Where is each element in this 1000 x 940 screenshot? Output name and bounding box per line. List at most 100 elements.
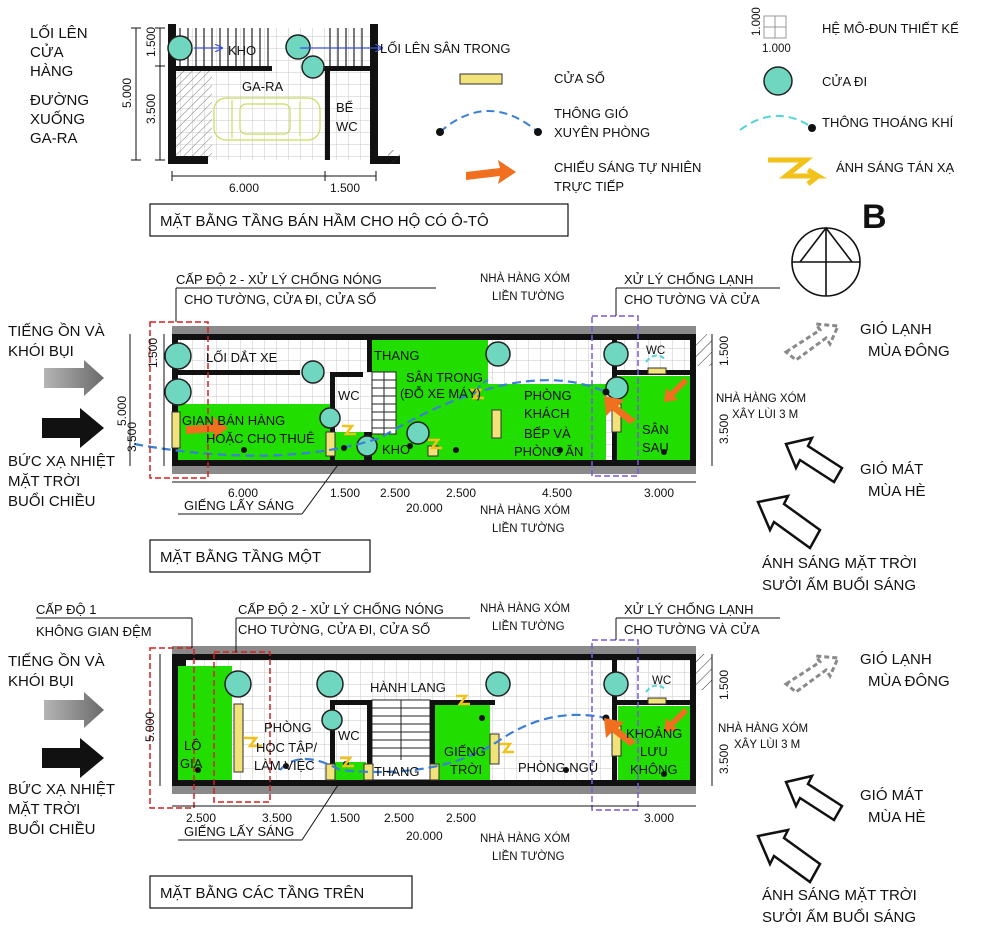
rn2-cool-2: MÙA HÈ — [868, 809, 926, 826]
f2-heat-3: BUỔI CHIỀU — [8, 820, 96, 838]
rn2-sun-1: ÁNH SÁNG MẶT TRỜI — [762, 887, 917, 904]
f2-logia-2: GIA — [180, 756, 203, 771]
basement-left1-line2: CỬA — [30, 43, 64, 61]
legend-door: CỬA ĐI — [822, 74, 867, 89]
f1-phong-3: BẾP VÀ — [524, 426, 571, 441]
car-icon — [213, 97, 321, 141]
f1-heat-1: BỨC XẠ NHIỆT — [8, 453, 115, 470]
basement-left1-line1: LỐI LÊN — [30, 24, 88, 42]
noise-arrow-icon — [44, 692, 104, 728]
right-notes-2: GIÓ LẠNH MÙA ĐÔNG GIÓ MÁT MÙA HÈ ÁNH SÁN… — [756, 651, 950, 926]
f1-dim-right-2: 3.500 — [717, 414, 731, 444]
f1-total: 20.000 — [406, 501, 443, 515]
cold-zone-box — [591, 315, 639, 477]
legend-direct-2: TRỰC TIẾP — [554, 179, 624, 194]
f2-neighbor-bottom-2: LIỀN TƯỜNG — [492, 850, 565, 863]
f1-dim-left-2: 5.000 — [115, 396, 129, 426]
cold-zone-box — [591, 639, 639, 811]
basement-title: MẶT BẰNG TẦNG BÁN HẦM CHO HỘ CÓ Ô-TÔ — [160, 212, 489, 230]
f2-dim-right-1: 1.500 — [717, 670, 731, 700]
basement-left2-line2: XUỐNG — [30, 110, 85, 128]
direct-light-arrow-icon — [604, 396, 636, 424]
basement-dim-bottom-2: 1.500 — [330, 181, 360, 195]
heat-arrow-icon — [42, 738, 104, 778]
f1-dim-left-1: 1.500 — [146, 338, 160, 368]
f1-thang: THANG — [374, 348, 420, 363]
basement-dim-left-3: 3.500 — [144, 94, 158, 124]
f2-khoang-3: KHÔNG — [630, 762, 678, 777]
door-icon — [167, 35, 193, 61]
f1-santrong-2: (ĐỖ XE MÁY) — [400, 386, 481, 401]
f1-lvl2-bottom: CHO TƯỜNG, CỬA ĐI, CỬA SỔ — [184, 292, 376, 307]
f2-gieng-2: TRỜI — [450, 762, 482, 777]
floor1-title: MẶT BẰNG TẦNG MỘT — [160, 548, 321, 566]
f1-noise-2: KHÓI BỤI — [8, 343, 74, 360]
f1-cold-top: XỬ LÝ CHỐNG LẠNH — [624, 272, 754, 287]
f1-loidatxe: LỐI DẮT XE — [206, 350, 278, 365]
f2-neighbor-bottom-1: NHÀ HÀNG XÓM — [480, 832, 570, 845]
f2-dim-b-1: 2.500 — [186, 811, 216, 825]
buffer-zone-box — [149, 647, 195, 809]
rn1-cool-2: MÙA HÈ — [868, 483, 926, 500]
legend-crossvent-2: XUYÊN PHÒNG — [554, 125, 650, 140]
f2-hoctap-1: PHÒNG — [264, 720, 312, 735]
basement-title-box — [149, 203, 569, 237]
window-icon — [459, 73, 503, 85]
heat-arrow-icon — [42, 408, 104, 448]
basement-dim-left-2: 5.000 — [120, 78, 134, 108]
stairs — [179, 28, 363, 66]
loggia-zone — [178, 666, 232, 780]
basement-left2-line3: GA-RA — [30, 130, 78, 147]
door-icon — [605, 376, 629, 400]
direct-light-arrow-icon — [466, 160, 516, 184]
basement-dim-left-1: 1.500 — [144, 27, 158, 57]
f2-lvl1-bottom: KHÔNG GIAN ĐỆM — [36, 624, 152, 639]
f2-khoang-2: LƯU — [640, 744, 668, 759]
floor2-title-box — [149, 875, 413, 909]
cool-wind-arrow-icon — [784, 436, 844, 484]
f2-dim-b-6: 3.000 — [644, 811, 674, 825]
door-icon — [406, 421, 430, 445]
basement-dim-bottom-1: 6.000 — [229, 181, 259, 195]
sun-arrow-icon — [756, 828, 822, 884]
f2-dim-right-2: 3.500 — [717, 744, 731, 774]
f1-phong-2: KHÁCH — [524, 406, 570, 421]
right-notes-1: GIÓ LẠNH MÙA ĐÔNG GIÓ MÁT MÙA HÈ ÁNH SÁN… — [756, 321, 950, 594]
floor1-plan: LỐI DẮT XE GIAN BÁN HÀNG HOẶC CHO THUÊ W… — [8, 272, 806, 573]
basement-bewc-label-1: BỂ — [336, 100, 354, 115]
f2-wc2: WC — [652, 675, 671, 687]
direct-light-arrow-icon — [186, 416, 228, 440]
f2-total: 20.000 — [406, 829, 443, 843]
legend: 1.000 1.000 HỆ MÔ-ĐUN THIẾT KẾ CỬA SỔ CỬ… — [436, 7, 959, 297]
door-icon — [603, 341, 629, 367]
f2-gieng-bottom: GIẾNG LẤY SÁNG — [184, 824, 294, 839]
diffuse-light-icon — [768, 157, 828, 186]
rn1-sun-2: SƯỞI ẤM BUỔI SÁNG — [762, 576, 916, 594]
door-icon — [321, 709, 343, 731]
basement-kho-label: KHO — [228, 43, 256, 58]
f1-kho: KHO — [382, 442, 410, 457]
f1-phong-1: PHÒNG — [524, 388, 572, 403]
f1-dim-b-6: 3.000 — [644, 486, 674, 500]
f1-gieng: GIẾNG LẤY SÁNG — [184, 498, 294, 513]
legend-direct-1: CHIẾU SÁNG TỰ NHIÊN — [554, 160, 701, 175]
cold-wind-arrow-icon — [783, 654, 841, 694]
f1-neighbor-right-2: XÂY LÙI 3 M — [732, 408, 798, 421]
basement-plan: KHO LỐI LÊN SÂN TRONG GA-RA BỂ WC LỐI LÊ… — [30, 24, 569, 237]
f2-neighbor-top-2: LIỀN TƯỜNG — [492, 620, 565, 633]
f1-neighbor-bottom-2: LIỀN TƯỜNG — [492, 522, 565, 535]
f2-lvl1-top: CẤP ĐỘ 1 — [36, 602, 96, 617]
rn1-cold-1: GIÓ LẠNH — [860, 321, 932, 338]
f2-hoctap-2: HỌC TẬP/ — [256, 740, 318, 755]
f2-thang: THANG — [374, 764, 420, 779]
compass-letter: B — [862, 198, 887, 236]
f2-heat-2: MẶT TRỜI — [8, 801, 80, 818]
legend-window: CỬA SỔ — [554, 71, 605, 86]
basement-left1-line3: HÀNG — [30, 63, 73, 80]
door-icon — [285, 34, 311, 60]
legend-module: HỆ MÔ-ĐUN THIẾT KẾ — [822, 21, 959, 36]
f2-dim-b-4: 2.500 — [384, 811, 414, 825]
rn2-sun-2: SƯỞI ẤM BUỔI SÁNG — [762, 908, 916, 926]
f2-neighbor-right-2: XÂY LÙI 3 M — [734, 738, 800, 751]
